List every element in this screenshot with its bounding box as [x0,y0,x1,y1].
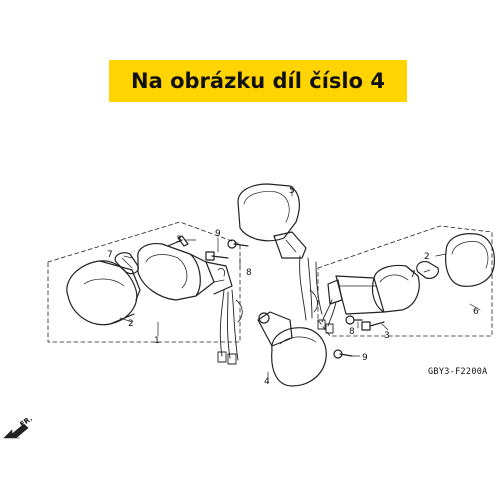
left-bulb [114,252,139,275]
top-lens [237,183,300,242]
left-screw-8 [227,239,249,249]
center-wiring [299,255,323,321]
part-label-7-right: 7 [410,270,416,280]
part-label-4: 4 [264,377,270,387]
part-label-3-right: 3 [384,331,390,341]
part-label-1: 1 [154,336,160,346]
part-label-8-right: 8 [349,327,355,337]
right-screw-8 [345,315,363,325]
part-label-9-left: 9 [215,229,221,239]
part-label-9-right: 9 [362,353,368,363]
left-assembly-outline [47,221,241,343]
right-housing [327,264,420,315]
front-direction-arrow-icon [3,423,29,439]
right-wiring [317,299,337,334]
part-number-banner: Na obrázku díl číslo 4 [109,60,407,102]
bottom-bracket [257,311,293,347]
left-housing [137,243,233,301]
right-screw-3 [361,321,385,331]
right-screw-9 [333,349,353,359]
part-label-7-left: 7 [107,250,113,260]
left-wiring [217,289,243,365]
part-label-8-left: 8 [246,268,252,278]
part-label-3-left: 3 [176,235,182,245]
left-lens [66,260,141,326]
right-assembly-outline [317,225,493,337]
part-label-6: 6 [473,307,479,317]
left-screw-9 [205,251,229,261]
top-bracket [273,231,307,259]
part-label-2-right: 2 [424,252,430,262]
bottom-lens [271,327,327,387]
diagram-code: GBY3-F2200A [428,367,488,377]
left-screw-3 [167,235,189,247]
leader-lines [119,187,481,383]
part-label-5: 5 [289,186,295,196]
right-bulb [416,261,439,279]
right-lens [445,233,495,287]
part-label-2-left: 2 [128,319,134,329]
